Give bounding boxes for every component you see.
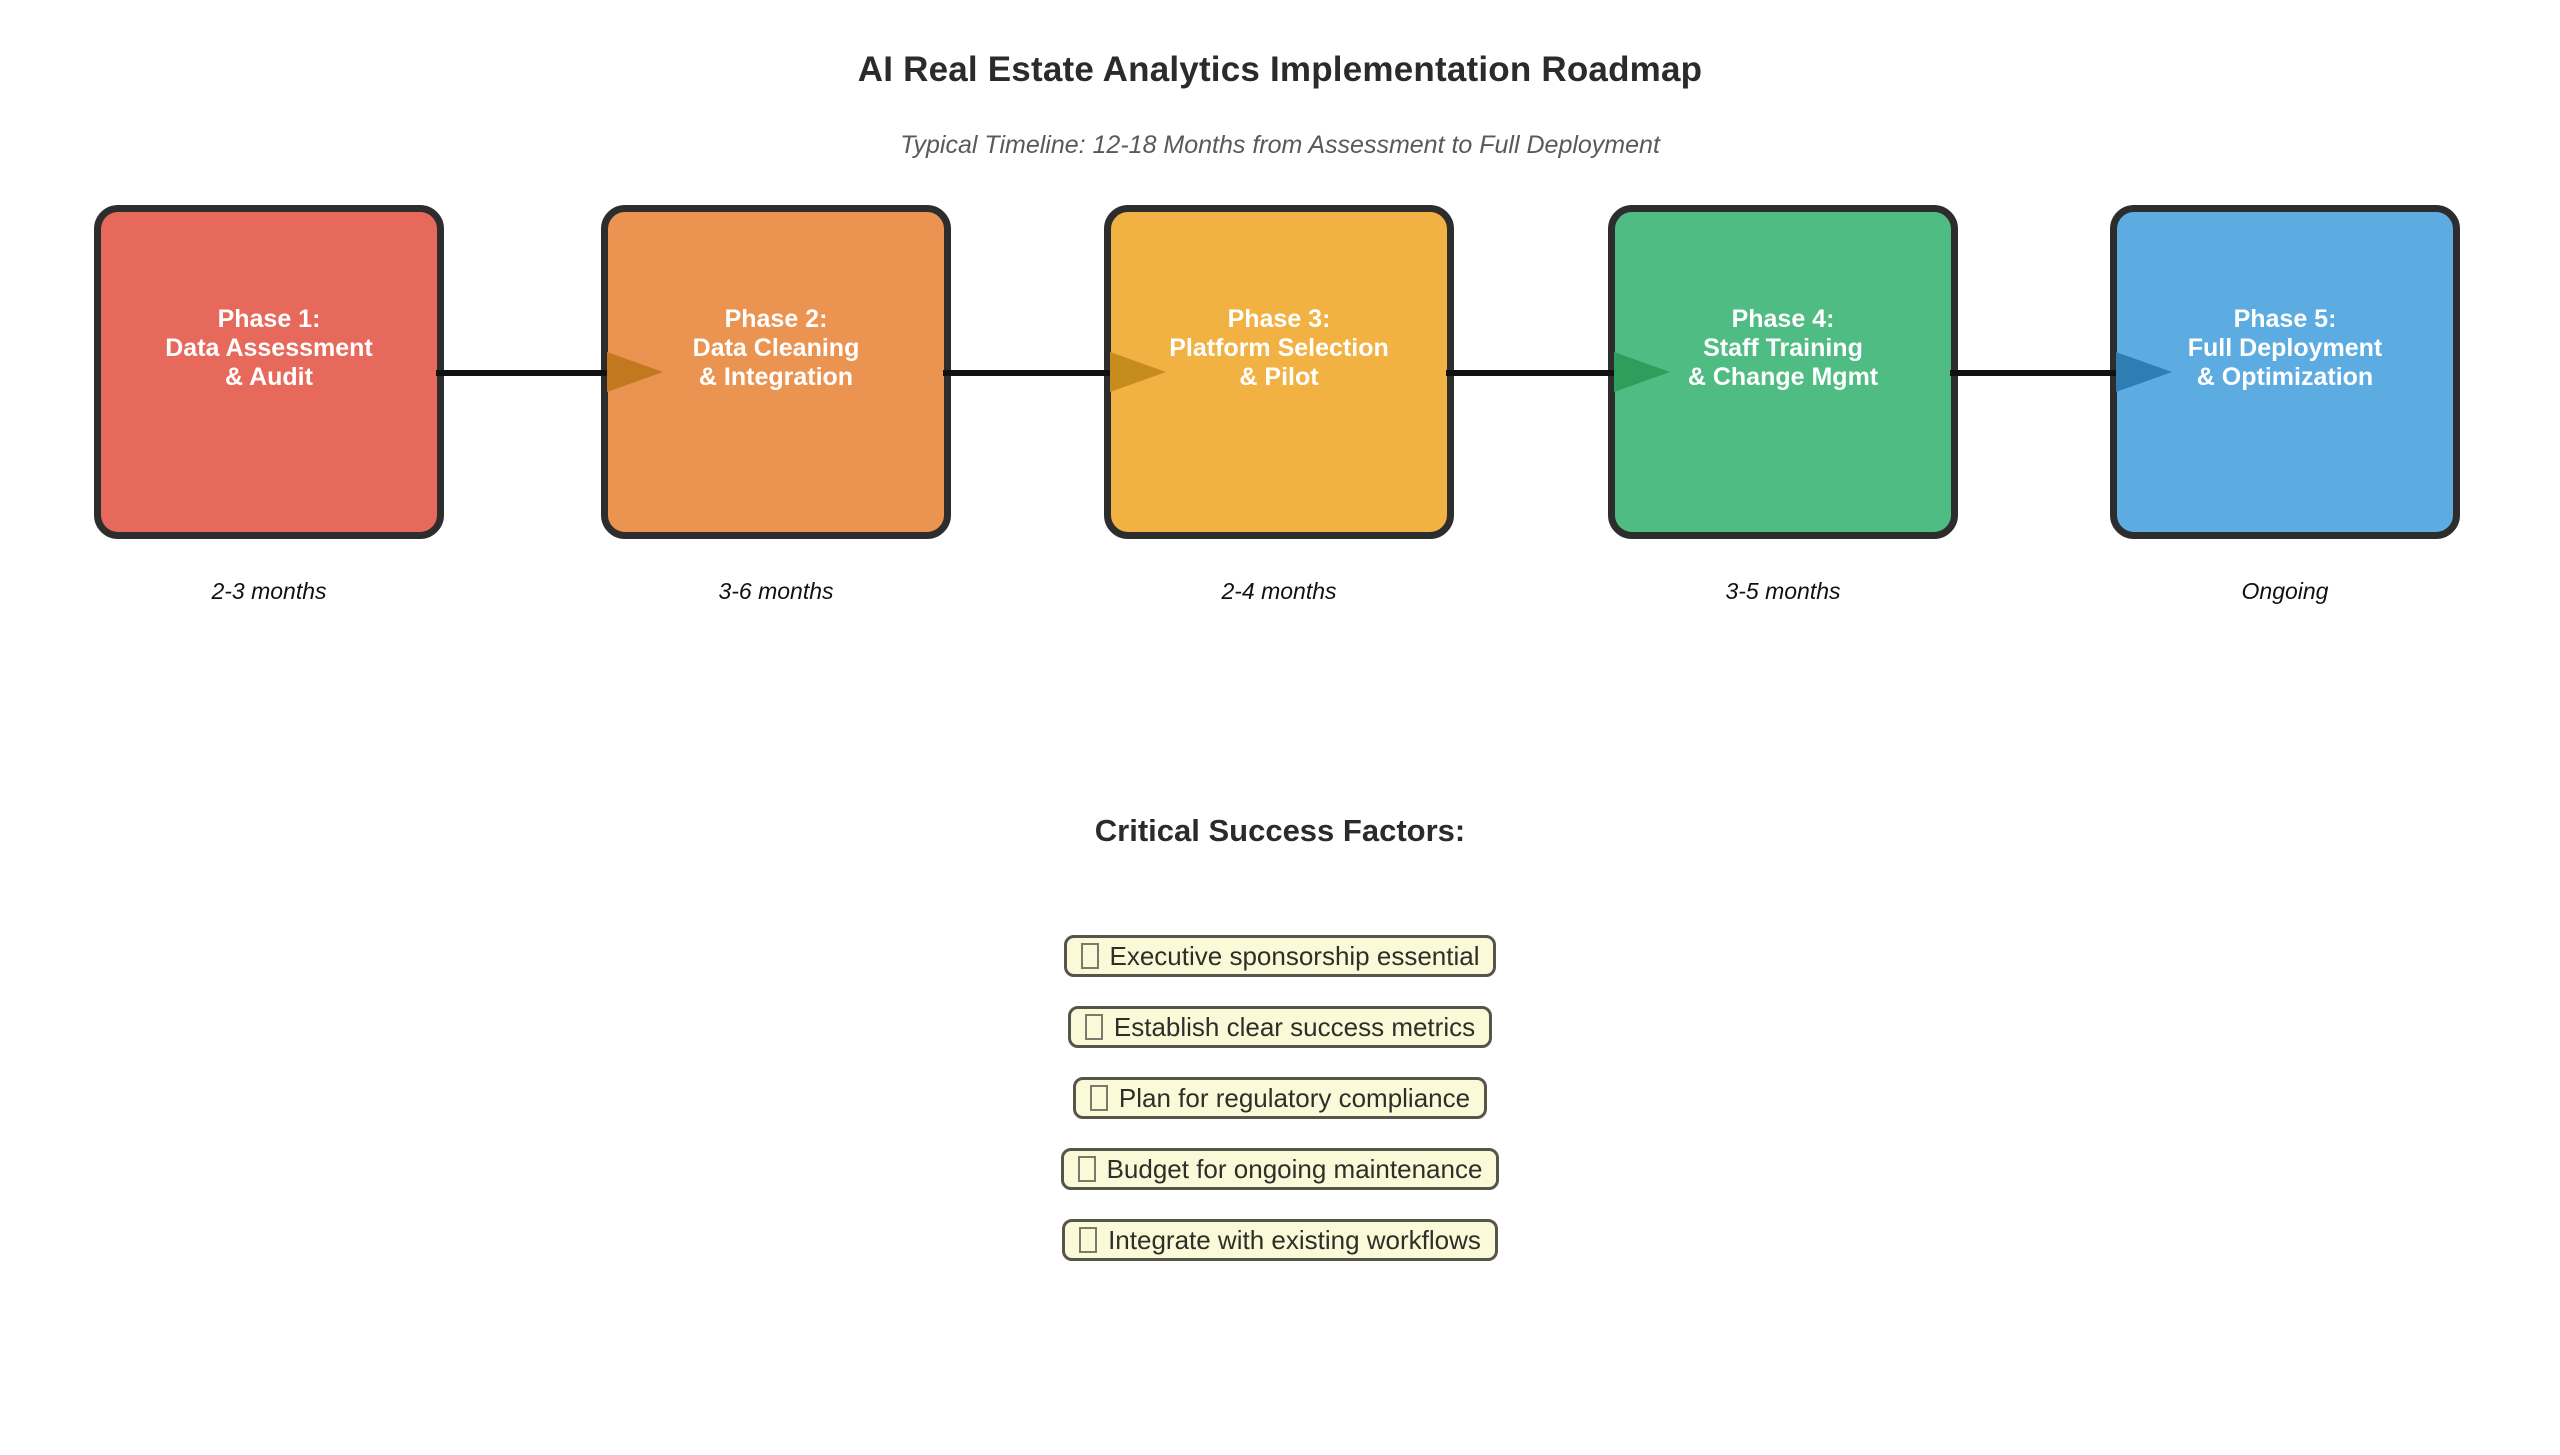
success-factor-pill: Plan for regulatory compliance — [1072, 1077, 1488, 1119]
phase-2-line3: & Integration — [698, 362, 854, 391]
subtitle: Typical Timeline: 12-18 Months from Asse… — [900, 131, 1660, 159]
phase-2-label: Phase 2: Data Cleaning & Integration — [693, 305, 860, 392]
connector-line-1 — [436, 370, 609, 376]
success-factor-label: Executive sponsorship essential — [1109, 940, 1480, 971]
phase-1-line3: & Audit — [225, 362, 313, 391]
phase-4-duration: 3-5 months — [1725, 578, 1841, 604]
phase-4-line1: Phase 4: — [1731, 304, 1835, 333]
connector-line-2 — [943, 370, 1112, 376]
connector-line-3 — [1446, 370, 1616, 376]
phase-2-duration: 3-6 months — [718, 578, 834, 604]
missing-glyph-box-icon — [1089, 1085, 1108, 1111]
phase-5-box: Phase 5: Full Deployment & Optimization — [2110, 205, 2460, 539]
page-title: AI Real Estate Analytics Implementation … — [857, 50, 1703, 89]
missing-glyph-box-icon — [1077, 1156, 1096, 1182]
phase-5-duration: Ongoing — [2241, 578, 2329, 604]
success-factor-label: Establish clear success metrics — [1113, 1011, 1476, 1042]
phase-1-line2: Data Assessment — [165, 333, 373, 362]
success-factor-pill: Integrate with existing workflows — [1062, 1219, 1498, 1261]
arrowhead-icon — [2116, 352, 2172, 392]
success-factors-list: Executive sponsorship essential Establis… — [0, 935, 2560, 1261]
arrowhead-icon — [1614, 352, 1670, 392]
phase-4-line3: & Change Mgmt — [1687, 362, 1879, 391]
phase-4-label: Phase 4: Staff Training & Change Mgmt — [1688, 305, 1878, 392]
missing-glyph-box-icon — [1079, 1227, 1098, 1253]
phase-5-line1: Phase 5: — [2233, 304, 2337, 333]
missing-glyph-box-icon — [1084, 1014, 1103, 1040]
phase-3-line2: Platform Selection — [1169, 333, 1389, 362]
arrowhead-icon — [1110, 352, 1166, 392]
phase-3-label: Phase 3: Platform Selection & Pilot — [1169, 305, 1389, 392]
phase-1-box: Phase 1: Data Assessment & Audit — [94, 205, 444, 539]
success-factor-label: Integrate with existing workflows — [1108, 1224, 1481, 1255]
success-factor-pill: Budget for ongoing maintenance — [1060, 1148, 1500, 1190]
missing-glyph-box-icon — [1080, 943, 1099, 969]
phase-2-line1: Phase 2: — [724, 304, 828, 333]
phase-5-line2: Full Deployment — [2187, 333, 2383, 362]
phase-3-line1: Phase 3: — [1227, 304, 1331, 333]
phase-5-line3: & Optimization — [2196, 362, 2374, 391]
phase-1-line1: Phase 1: — [217, 304, 321, 333]
success-factor-label: Plan for regulatory compliance — [1118, 1082, 1471, 1113]
success-factors-heading: Critical Success Factors: — [1094, 813, 1466, 848]
success-factor-pill: Establish clear success metrics — [1067, 1006, 1493, 1048]
phase-2-line2: Data Cleaning — [692, 333, 860, 362]
success-factor-label: Budget for ongoing maintenance — [1106, 1153, 1483, 1184]
phase-1-duration: 2-3 months — [211, 578, 327, 604]
phase-5-label: Phase 5: Full Deployment & Optimization — [2188, 305, 2382, 392]
connector-line-4 — [1950, 370, 2118, 376]
phase-4-line2: Staff Training — [1703, 333, 1863, 362]
phase-3-line3: & Pilot — [1239, 362, 1319, 391]
success-factor-pill: Executive sponsorship essential — [1063, 935, 1497, 977]
arrowhead-icon — [607, 352, 663, 392]
phase-3-duration: 2-4 months — [1221, 578, 1337, 604]
phase-1-label: Phase 1: Data Assessment & Audit — [165, 305, 373, 392]
